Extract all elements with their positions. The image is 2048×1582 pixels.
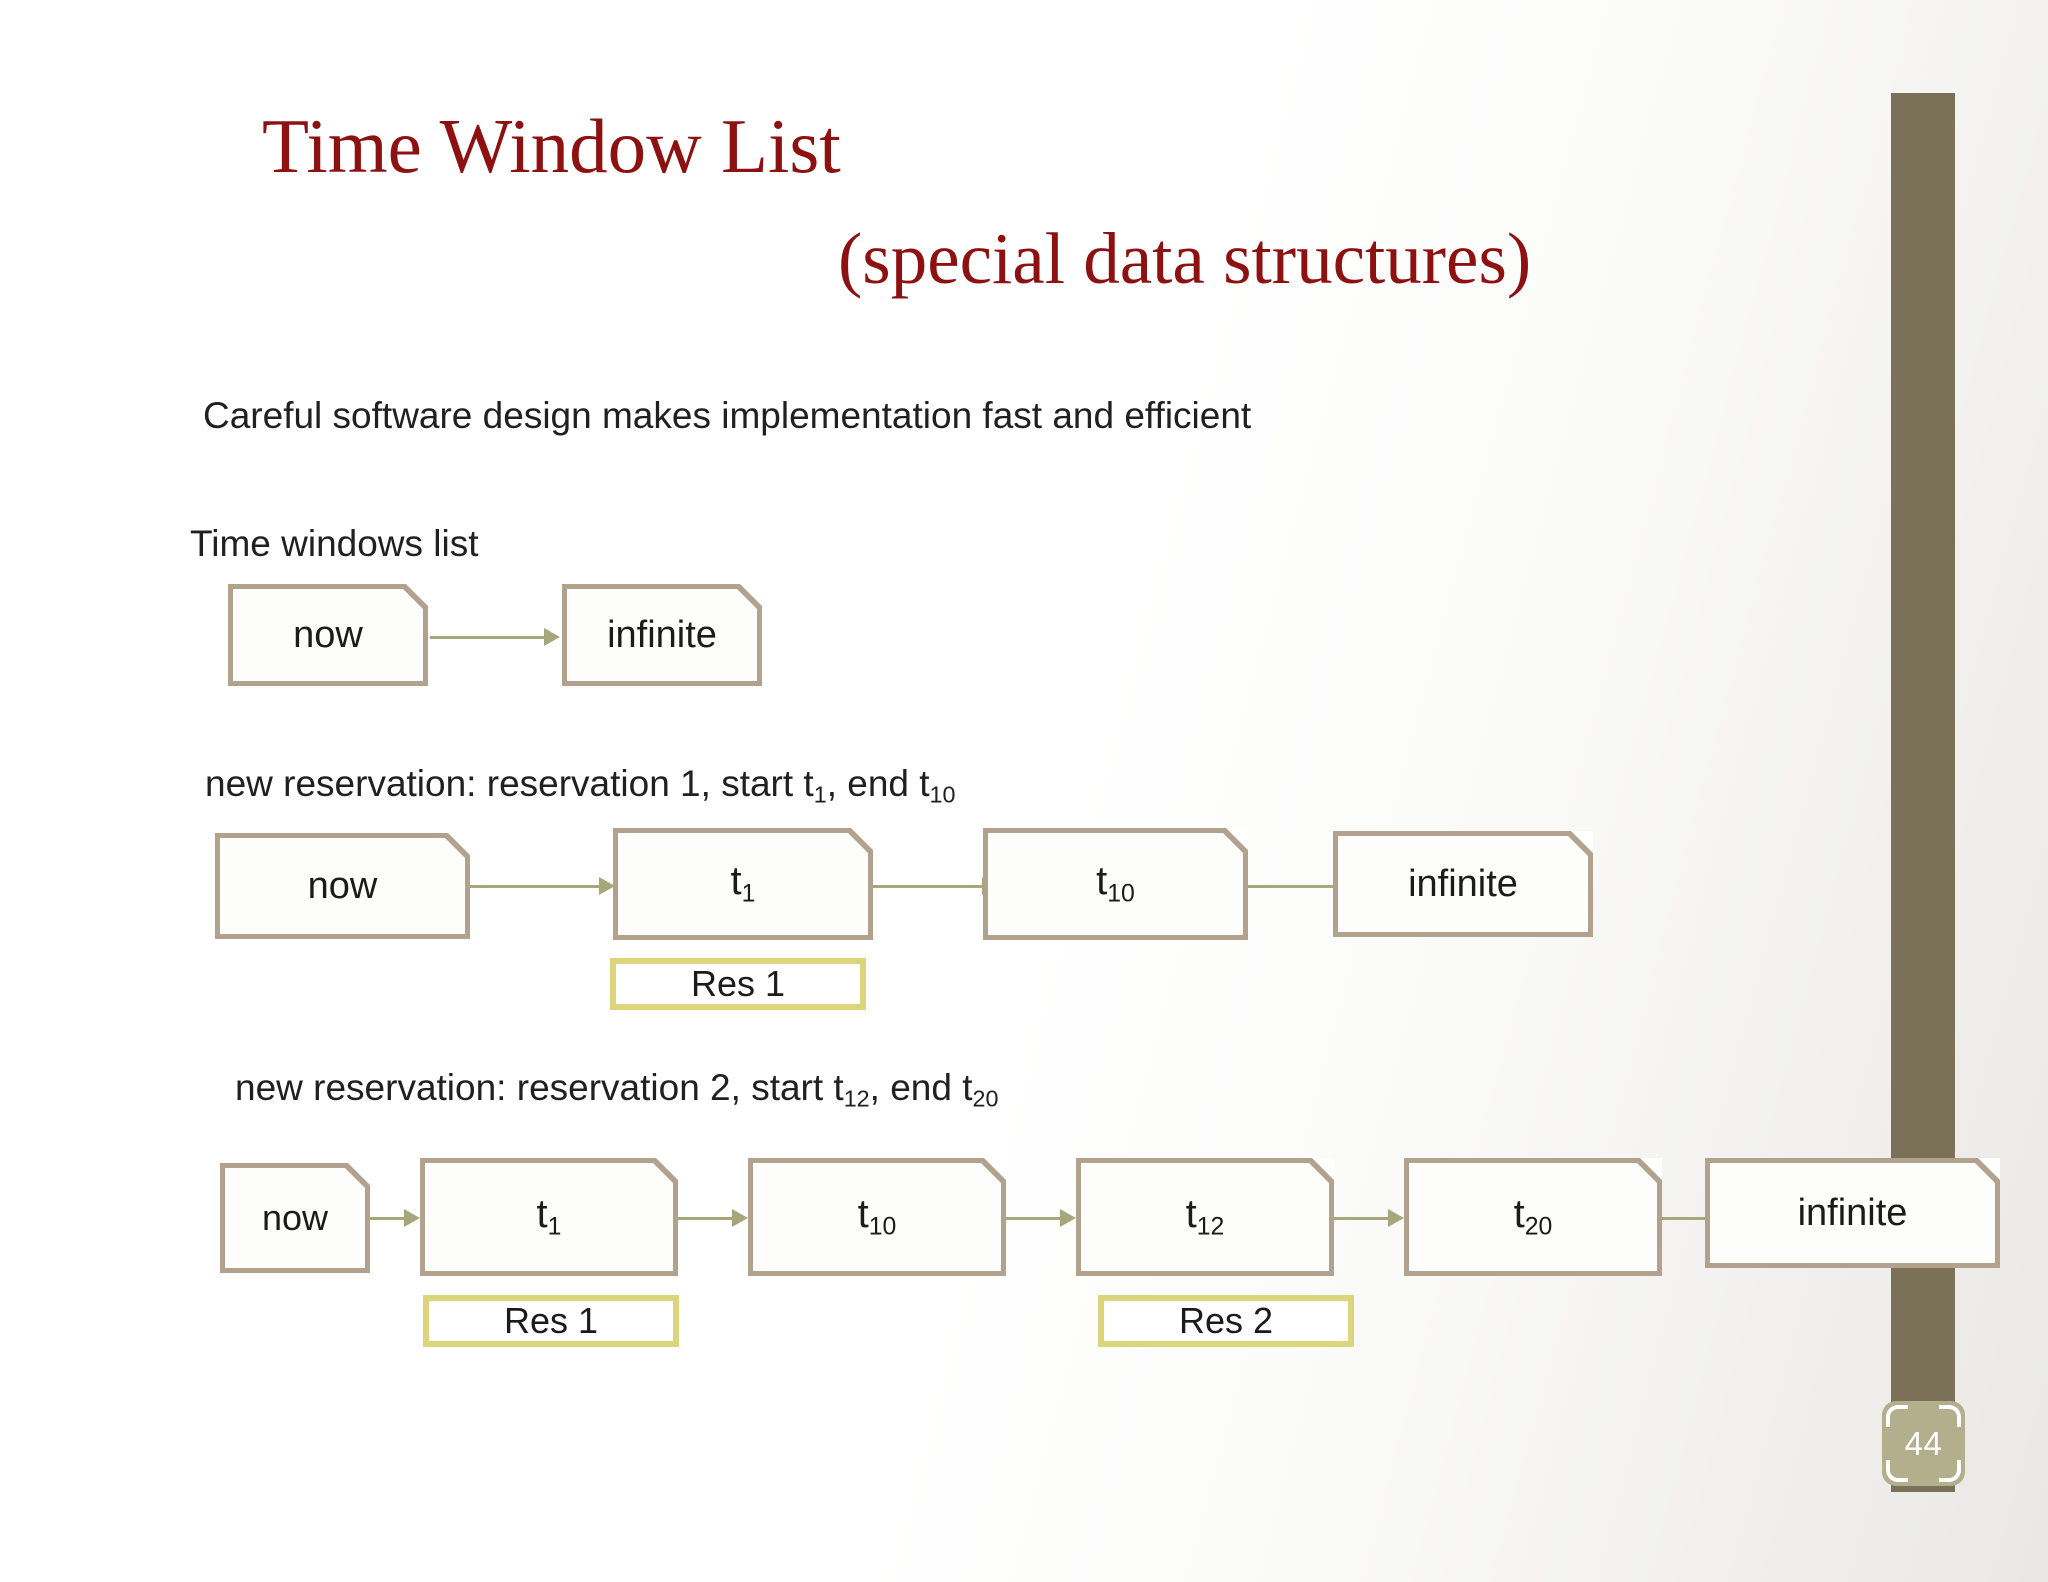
page-number-value: 44 bbox=[1904, 1424, 1943, 1462]
node-label-subscript: 20 bbox=[1524, 1213, 1553, 1241]
reservation-bar-res2-row3: Res 2 bbox=[1098, 1295, 1354, 1347]
reservation-bar-label: Res 1 bbox=[690, 963, 786, 1004]
node-infinite-row1: infinite bbox=[562, 584, 762, 686]
node-label-subscript: 10 bbox=[1107, 880, 1135, 908]
badge-corner-bottom-left bbox=[1886, 1460, 1908, 1482]
node-fill-shape bbox=[1710, 1163, 1995, 1263]
arrow-shaft bbox=[430, 636, 547, 639]
arrow-shaft bbox=[678, 1217, 735, 1220]
node-fill-shape bbox=[233, 589, 423, 681]
arrow-head bbox=[404, 1209, 420, 1227]
node-t10-row2: t10 bbox=[983, 828, 1248, 940]
node-label-subscript: 12 bbox=[1196, 1213, 1225, 1241]
node-t1-row2: t1 bbox=[613, 828, 873, 940]
node-label-base: t bbox=[1096, 859, 1108, 904]
reservation2-text-prefix: new reservation: reservation 2, start t bbox=[235, 1067, 844, 1108]
arrow-head bbox=[1060, 1209, 1076, 1227]
arrow-head bbox=[732, 1209, 748, 1227]
node-label: now bbox=[307, 864, 378, 907]
arrow-head bbox=[544, 628, 560, 646]
reservation2-text-mid: , end t bbox=[869, 1067, 973, 1108]
arrow-row3-3 bbox=[1006, 1208, 1076, 1228]
node-t20-row3: t20 bbox=[1404, 1158, 1662, 1276]
node-infinite-row2: infinite bbox=[1333, 831, 1593, 937]
node-now-row2: now bbox=[215, 833, 470, 939]
node-label-base: t bbox=[536, 1192, 548, 1237]
reservation2-sub-start: 12 bbox=[843, 1085, 870, 1112]
node-t10-row3: t10 bbox=[748, 1158, 1006, 1276]
reservation-bar-res1-row2: Res 1 bbox=[610, 958, 866, 1010]
arrow-shaft bbox=[470, 885, 602, 888]
node-label: t10 bbox=[858, 1192, 897, 1241]
node-label-base: t bbox=[1185, 1192, 1197, 1237]
node-fill-shape bbox=[988, 833, 1243, 935]
node-fill-shape bbox=[225, 1168, 365, 1268]
reservation1-sub-start: 1 bbox=[813, 781, 827, 808]
node-label: t10 bbox=[1096, 859, 1135, 908]
arrow-row2-1 bbox=[470, 876, 615, 896]
node-label: t1 bbox=[731, 859, 756, 908]
node-t12-row3: t12 bbox=[1076, 1158, 1334, 1276]
arrow-row3-1 bbox=[370, 1208, 420, 1228]
node-label-subscript: 1 bbox=[547, 1213, 562, 1241]
node-label: t12 bbox=[1186, 1192, 1225, 1241]
arrow-shaft bbox=[370, 1217, 407, 1220]
node-fill-shape bbox=[618, 833, 868, 935]
arrow-head bbox=[1388, 1209, 1404, 1227]
node-fill-shape bbox=[753, 1163, 1001, 1271]
reservation-bar-label: Res 2 bbox=[1178, 1300, 1274, 1341]
node-label: infinite bbox=[607, 613, 717, 656]
page-number-badge: 44 bbox=[1882, 1401, 1965, 1486]
node-fill-shape bbox=[220, 838, 465, 934]
arrow-row2-2 bbox=[873, 876, 998, 896]
reservation1-text-mid: , end t bbox=[826, 763, 930, 804]
node-fill-shape bbox=[567, 589, 757, 681]
node-infinite-row3: infinite bbox=[1705, 1158, 2000, 1268]
node-fill-shape bbox=[1338, 836, 1588, 932]
right-accent-bar bbox=[1891, 93, 1955, 1492]
node-label: t20 bbox=[1514, 1192, 1553, 1241]
section-label-reservation-2: new reservation: reservation 2, start t1… bbox=[235, 1067, 999, 1112]
node-label-subscript: 1 bbox=[741, 880, 756, 908]
reservation-bar-res1-row3: Res 1 bbox=[423, 1295, 679, 1347]
reservation1-sub-end: 10 bbox=[929, 781, 956, 808]
node-t1-row3: t1 bbox=[420, 1158, 678, 1276]
slide-subtitle: (special data structures) bbox=[838, 218, 1532, 299]
node-label: t1 bbox=[537, 1192, 562, 1241]
section-label-time-windows-list: Time windows list bbox=[190, 523, 479, 564]
reservation1-text-prefix: new reservation: reservation 1, start t bbox=[205, 763, 814, 804]
arrow-shaft bbox=[1006, 1217, 1063, 1220]
node-label-base: t bbox=[857, 1192, 869, 1237]
node-label: now bbox=[293, 613, 363, 656]
node-label-base: t bbox=[1513, 1192, 1525, 1237]
slide-title: Time Window List bbox=[262, 103, 841, 189]
node-now-row1: now bbox=[228, 584, 428, 686]
reservation-bar-label: Res 1 bbox=[503, 1300, 599, 1341]
node-fill-shape bbox=[425, 1163, 673, 1271]
lead-paragraph: Careful software design makes implementa… bbox=[203, 395, 1252, 436]
section-label-reservation-1: new reservation: reservation 1, start t1… bbox=[205, 763, 956, 808]
node-label-base: t bbox=[730, 859, 742, 904]
node-fill-shape bbox=[1081, 1163, 1329, 1271]
node-label: infinite bbox=[1408, 862, 1518, 905]
arrow-row3-4 bbox=[1334, 1208, 1404, 1228]
arrow-shaft bbox=[873, 885, 985, 888]
arrow-row1-1 bbox=[430, 627, 560, 647]
arrow-row3-2 bbox=[678, 1208, 748, 1228]
node-label-subscript: 10 bbox=[868, 1213, 897, 1241]
badge-corner-top-right bbox=[1939, 1405, 1961, 1427]
node-now-row3: now bbox=[220, 1163, 370, 1273]
reservation2-sub-end: 20 bbox=[972, 1085, 999, 1112]
node-label: infinite bbox=[1797, 1191, 1908, 1234]
node-label: now bbox=[261, 1197, 329, 1238]
node-fill-shape bbox=[1409, 1163, 1657, 1271]
arrow-shaft bbox=[1334, 1217, 1391, 1220]
